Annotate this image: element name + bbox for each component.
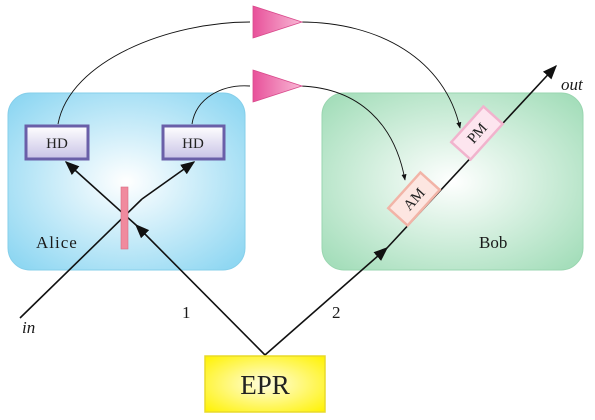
homodyne-detector-left-label: HD bbox=[46, 136, 68, 152]
feedforward-arrow-to-am bbox=[299, 85, 407, 181]
epr-source-label: EPR bbox=[240, 370, 290, 400]
mode-1-label: 1 bbox=[182, 303, 191, 322]
beamsplitter bbox=[120, 186, 129, 250]
homodyne-detector-right bbox=[161, 124, 226, 161]
input-beam-reflected bbox=[141, 161, 196, 200]
phase-modulator bbox=[449, 104, 505, 162]
feedforward-line-left-hd bbox=[57, 21, 251, 125]
bob-box bbox=[321, 92, 584, 271]
amplifier-bottom bbox=[252, 69, 304, 103]
epr-mode-1-beam bbox=[134, 223, 266, 356]
bob-label: Bob bbox=[479, 233, 507, 252]
input-label: in bbox=[22, 318, 35, 337]
output-label: out bbox=[561, 75, 584, 94]
feedforward-line-right-hd bbox=[191, 85, 251, 125]
epr-source bbox=[204, 355, 326, 413]
amplifier-top bbox=[252, 5, 304, 39]
mode-2-label: 2 bbox=[332, 303, 341, 322]
epr-mode-2-beam bbox=[264, 247, 389, 356]
feedforward-arrow-to-pm bbox=[299, 21, 462, 129]
alice-label: Alice bbox=[36, 233, 78, 252]
homodyne-detector-left bbox=[24, 124, 90, 161]
homodyne-detector-right-label: HD bbox=[182, 136, 204, 152]
amplitude-modulator bbox=[386, 170, 442, 228]
